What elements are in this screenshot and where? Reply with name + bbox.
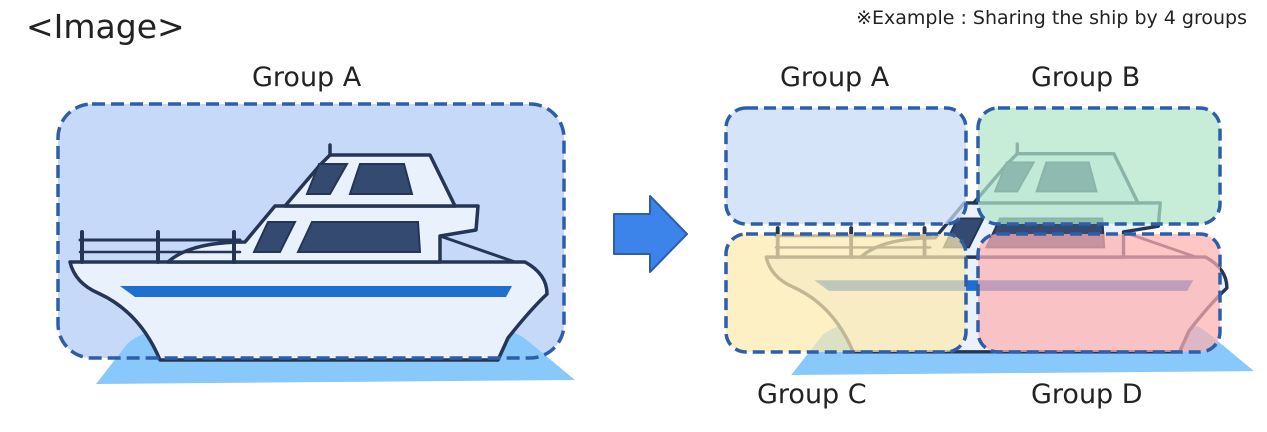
group-a-zone-border	[56, 102, 566, 360]
group-b-quadrant	[976, 106, 1222, 226]
right-group-a-label: Group A	[780, 62, 890, 93]
left-ship	[56, 102, 577, 386]
right-arrow-icon	[613, 195, 688, 273]
group-a-quadrant	[724, 106, 968, 226]
right-ship	[724, 106, 1256, 377]
group-c-quadrant	[724, 232, 968, 354]
right-group-b-label: Group B	[1031, 62, 1141, 93]
group-d-quadrant	[976, 232, 1222, 354]
right-group-c-label: Group C	[757, 379, 867, 410]
left-group-a-label: Group A	[252, 62, 362, 93]
example-note: ※Example : Sharing the ship by 4 groups	[856, 7, 1247, 29]
right-group-d-label: Group D	[1031, 379, 1143, 410]
page-heading: <Image>	[26, 7, 185, 46]
